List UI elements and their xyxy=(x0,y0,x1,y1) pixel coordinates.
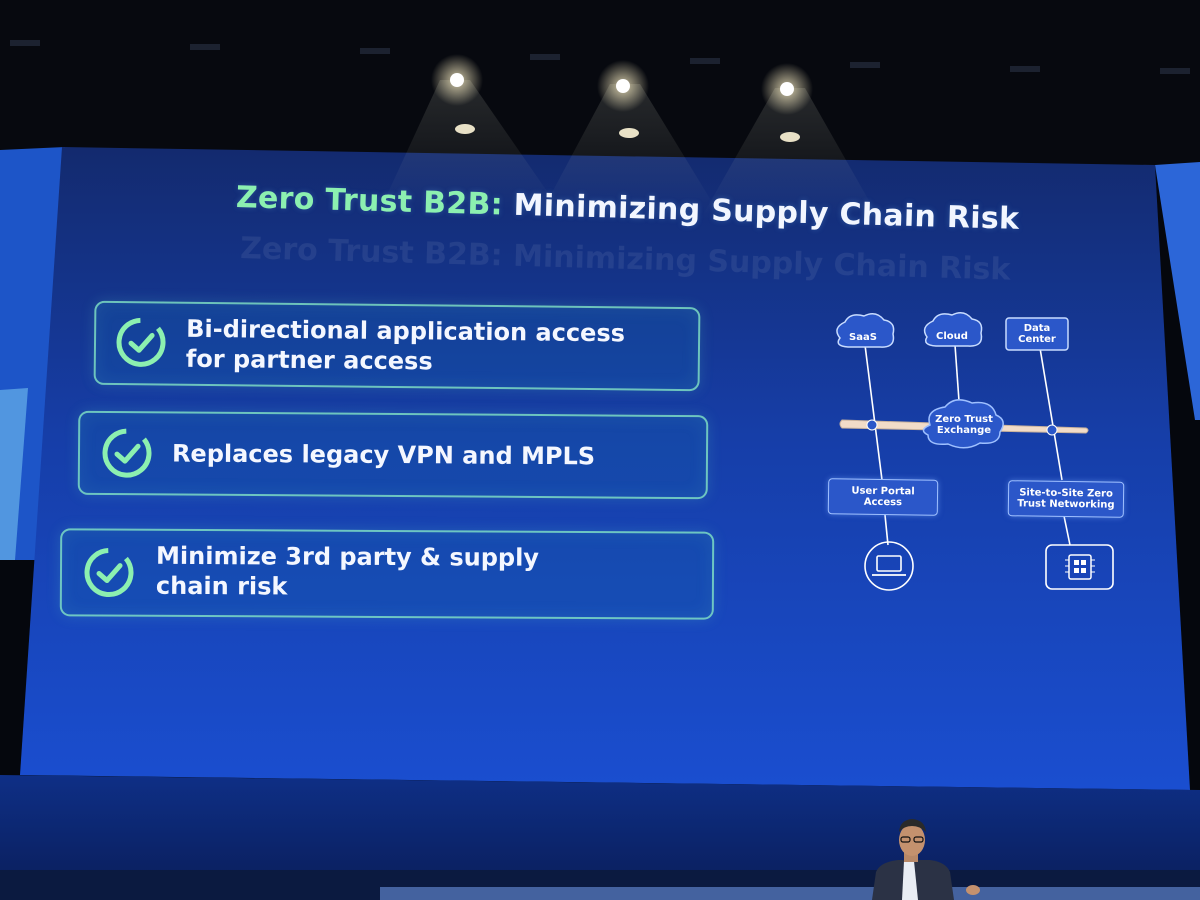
user-portal-label: User Portal Access xyxy=(851,486,915,509)
exchange-label: Zero Trust Exchange xyxy=(926,414,1002,436)
benefit-3-line-1: Minimize 3rd party & supply xyxy=(156,541,540,572)
benefit-card-2: Replaces legacy VPN and MPLS xyxy=(77,410,709,500)
benefit-text-1: Bi-directional application access for pa… xyxy=(186,314,625,379)
spotlights xyxy=(431,54,813,142)
check-circle-icon xyxy=(102,428,152,478)
slide-title-highlight: Zero Trust B2B: xyxy=(235,180,504,223)
saas-cloud-icon xyxy=(836,313,895,348)
benefit-text-3: Minimize 3rd party & supply chain risk xyxy=(156,541,539,603)
data-center-line-2: Center xyxy=(1018,334,1056,345)
benefit-2-line-1: Replaces legacy VPN and MPLS xyxy=(171,439,596,471)
benefit-card-3: Minimize 3rd party & supply chain risk xyxy=(59,528,715,620)
exchange-line-1: Zero Trust xyxy=(935,414,993,425)
network-diagram xyxy=(836,312,1114,591)
user-portal-line-1: User Portal xyxy=(851,485,915,498)
exchange-line-2: Exchange xyxy=(936,425,992,436)
exchange-cloud xyxy=(922,399,1004,449)
chip-icon xyxy=(1065,554,1095,580)
cloud-icon xyxy=(923,312,983,347)
site-to-site-label: Site-to-Site Zero Trust Networking xyxy=(1017,487,1115,510)
site-to-site-box: Site-to-Site Zero Trust Networking xyxy=(1007,480,1125,518)
benefit-1-line-2: for partner access xyxy=(185,344,433,376)
ceiling-rig xyxy=(10,40,1190,74)
data-center-label: Data Center xyxy=(1006,323,1068,345)
presenter xyxy=(872,819,980,900)
laptop-icon xyxy=(872,555,906,576)
saas-label: SaaS xyxy=(849,332,877,343)
benefit-3-line-2: chain risk xyxy=(155,571,288,601)
benefit-1-line-1: Bi-directional application access xyxy=(186,314,626,348)
cloud-label: Cloud xyxy=(936,331,968,342)
benefit-text-2: Replaces legacy VPN and MPLS xyxy=(172,438,595,471)
user-portal-line-2: Access xyxy=(863,496,903,509)
site-to-site-line-2: Trust Networking xyxy=(1017,498,1115,511)
benefit-card-1: Bi-directional application access for pa… xyxy=(93,300,701,392)
data-center-line-1: Data xyxy=(1023,323,1051,334)
user-portal-box: User Portal Access xyxy=(827,478,939,516)
check-circle-icon xyxy=(116,317,166,367)
main-screen xyxy=(20,147,1190,790)
check-circle-icon xyxy=(84,548,134,598)
right-side-screen xyxy=(1155,162,1200,420)
data-center-box xyxy=(1005,317,1069,351)
